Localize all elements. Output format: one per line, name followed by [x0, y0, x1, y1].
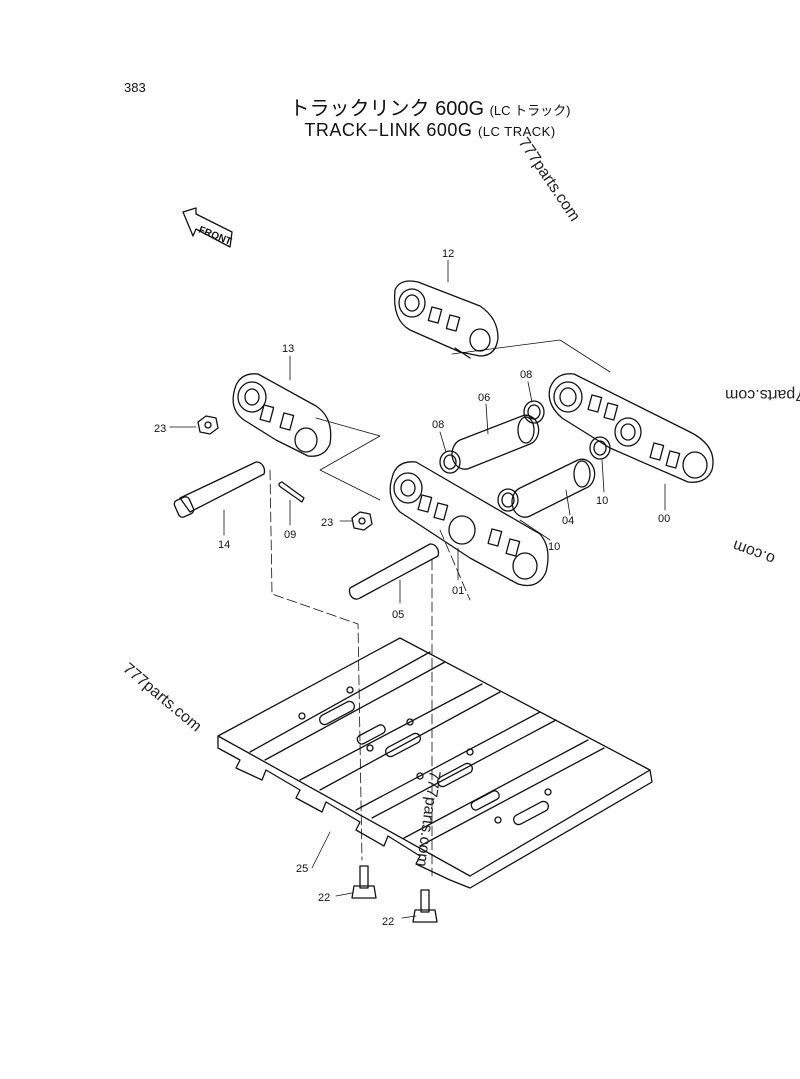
seal-08-upper: [523, 400, 545, 424]
bolt-22-left: [351, 865, 377, 899]
front-label: FRONT: [197, 225, 233, 248]
title-english: TRACK−LINK 600G (LC TRACK): [30, 120, 800, 141]
callout-22-left: 22: [318, 892, 330, 904]
nut-23-lower: [351, 511, 373, 531]
callout-00: 00: [658, 513, 670, 525]
callout-14: 14: [218, 539, 230, 551]
page-number: 383: [124, 80, 146, 95]
track-link-00: [548, 373, 714, 483]
callout-13: 13: [282, 343, 294, 355]
watermark-center: 777parts.com: [413, 769, 443, 867]
leader-lines: [169, 259, 666, 919]
track-shoe-25: [217, 637, 653, 889]
track-link-13: [232, 373, 332, 457]
pin-14: [173, 461, 266, 518]
watermark-top: 777parts.com: [515, 135, 583, 225]
title-jp-suffix: (LC トラック): [489, 103, 571, 118]
seal-10-lower: [497, 488, 519, 512]
callout-05: 05: [392, 609, 404, 621]
title-jp-main: トラックリンク 600G: [289, 98, 485, 120]
nut-23-upper: [197, 415, 219, 435]
callout-12: 12: [442, 248, 454, 260]
callout-10-lower: 10: [548, 541, 560, 553]
track-link-12: [393, 280, 499, 359]
dashed-guides: [269, 469, 471, 877]
callout-08-lower: 08: [432, 419, 444, 431]
title-japanese: トラックリンク 600G (LC トラック): [30, 92, 800, 121]
watermark-right: 777parts.com: [725, 386, 800, 403]
callout-25: 25: [296, 863, 308, 875]
title-en-main: TRACK−LINK 600G: [304, 120, 473, 140]
title-en-suffix: (LC TRACK): [477, 124, 556, 139]
callout-01: 01: [452, 585, 464, 597]
callout-04: 04: [562, 515, 574, 527]
seal-10-right: [589, 436, 611, 460]
callout-labels: 12 13 23 23 14 09 06 08 08 10 10 04 00 0…: [154, 248, 670, 928]
pin-05: [348, 543, 440, 600]
seal-08-lower: [439, 450, 461, 474]
callout-23-upper: 23: [154, 423, 166, 435]
bolt-22-right: [412, 889, 438, 923]
callout-10-right: 10: [596, 495, 608, 507]
bushing-04: [511, 458, 596, 518]
callout-23-lower: 23: [321, 517, 333, 529]
cotter-pin-09: [278, 481, 305, 503]
callout-06: 06: [478, 392, 490, 404]
watermark-left: 777parts.com: [119, 660, 204, 735]
front-arrow-icon: FRONT: [182, 207, 233, 248]
bushing-06: [451, 414, 540, 470]
track-link-01: [389, 461, 549, 587]
callout-08-upper: 08: [520, 369, 532, 381]
watermark-edge: o.com: [731, 536, 778, 567]
callout-09: 09: [284, 529, 296, 541]
callout-22-right: 22: [382, 916, 394, 928]
